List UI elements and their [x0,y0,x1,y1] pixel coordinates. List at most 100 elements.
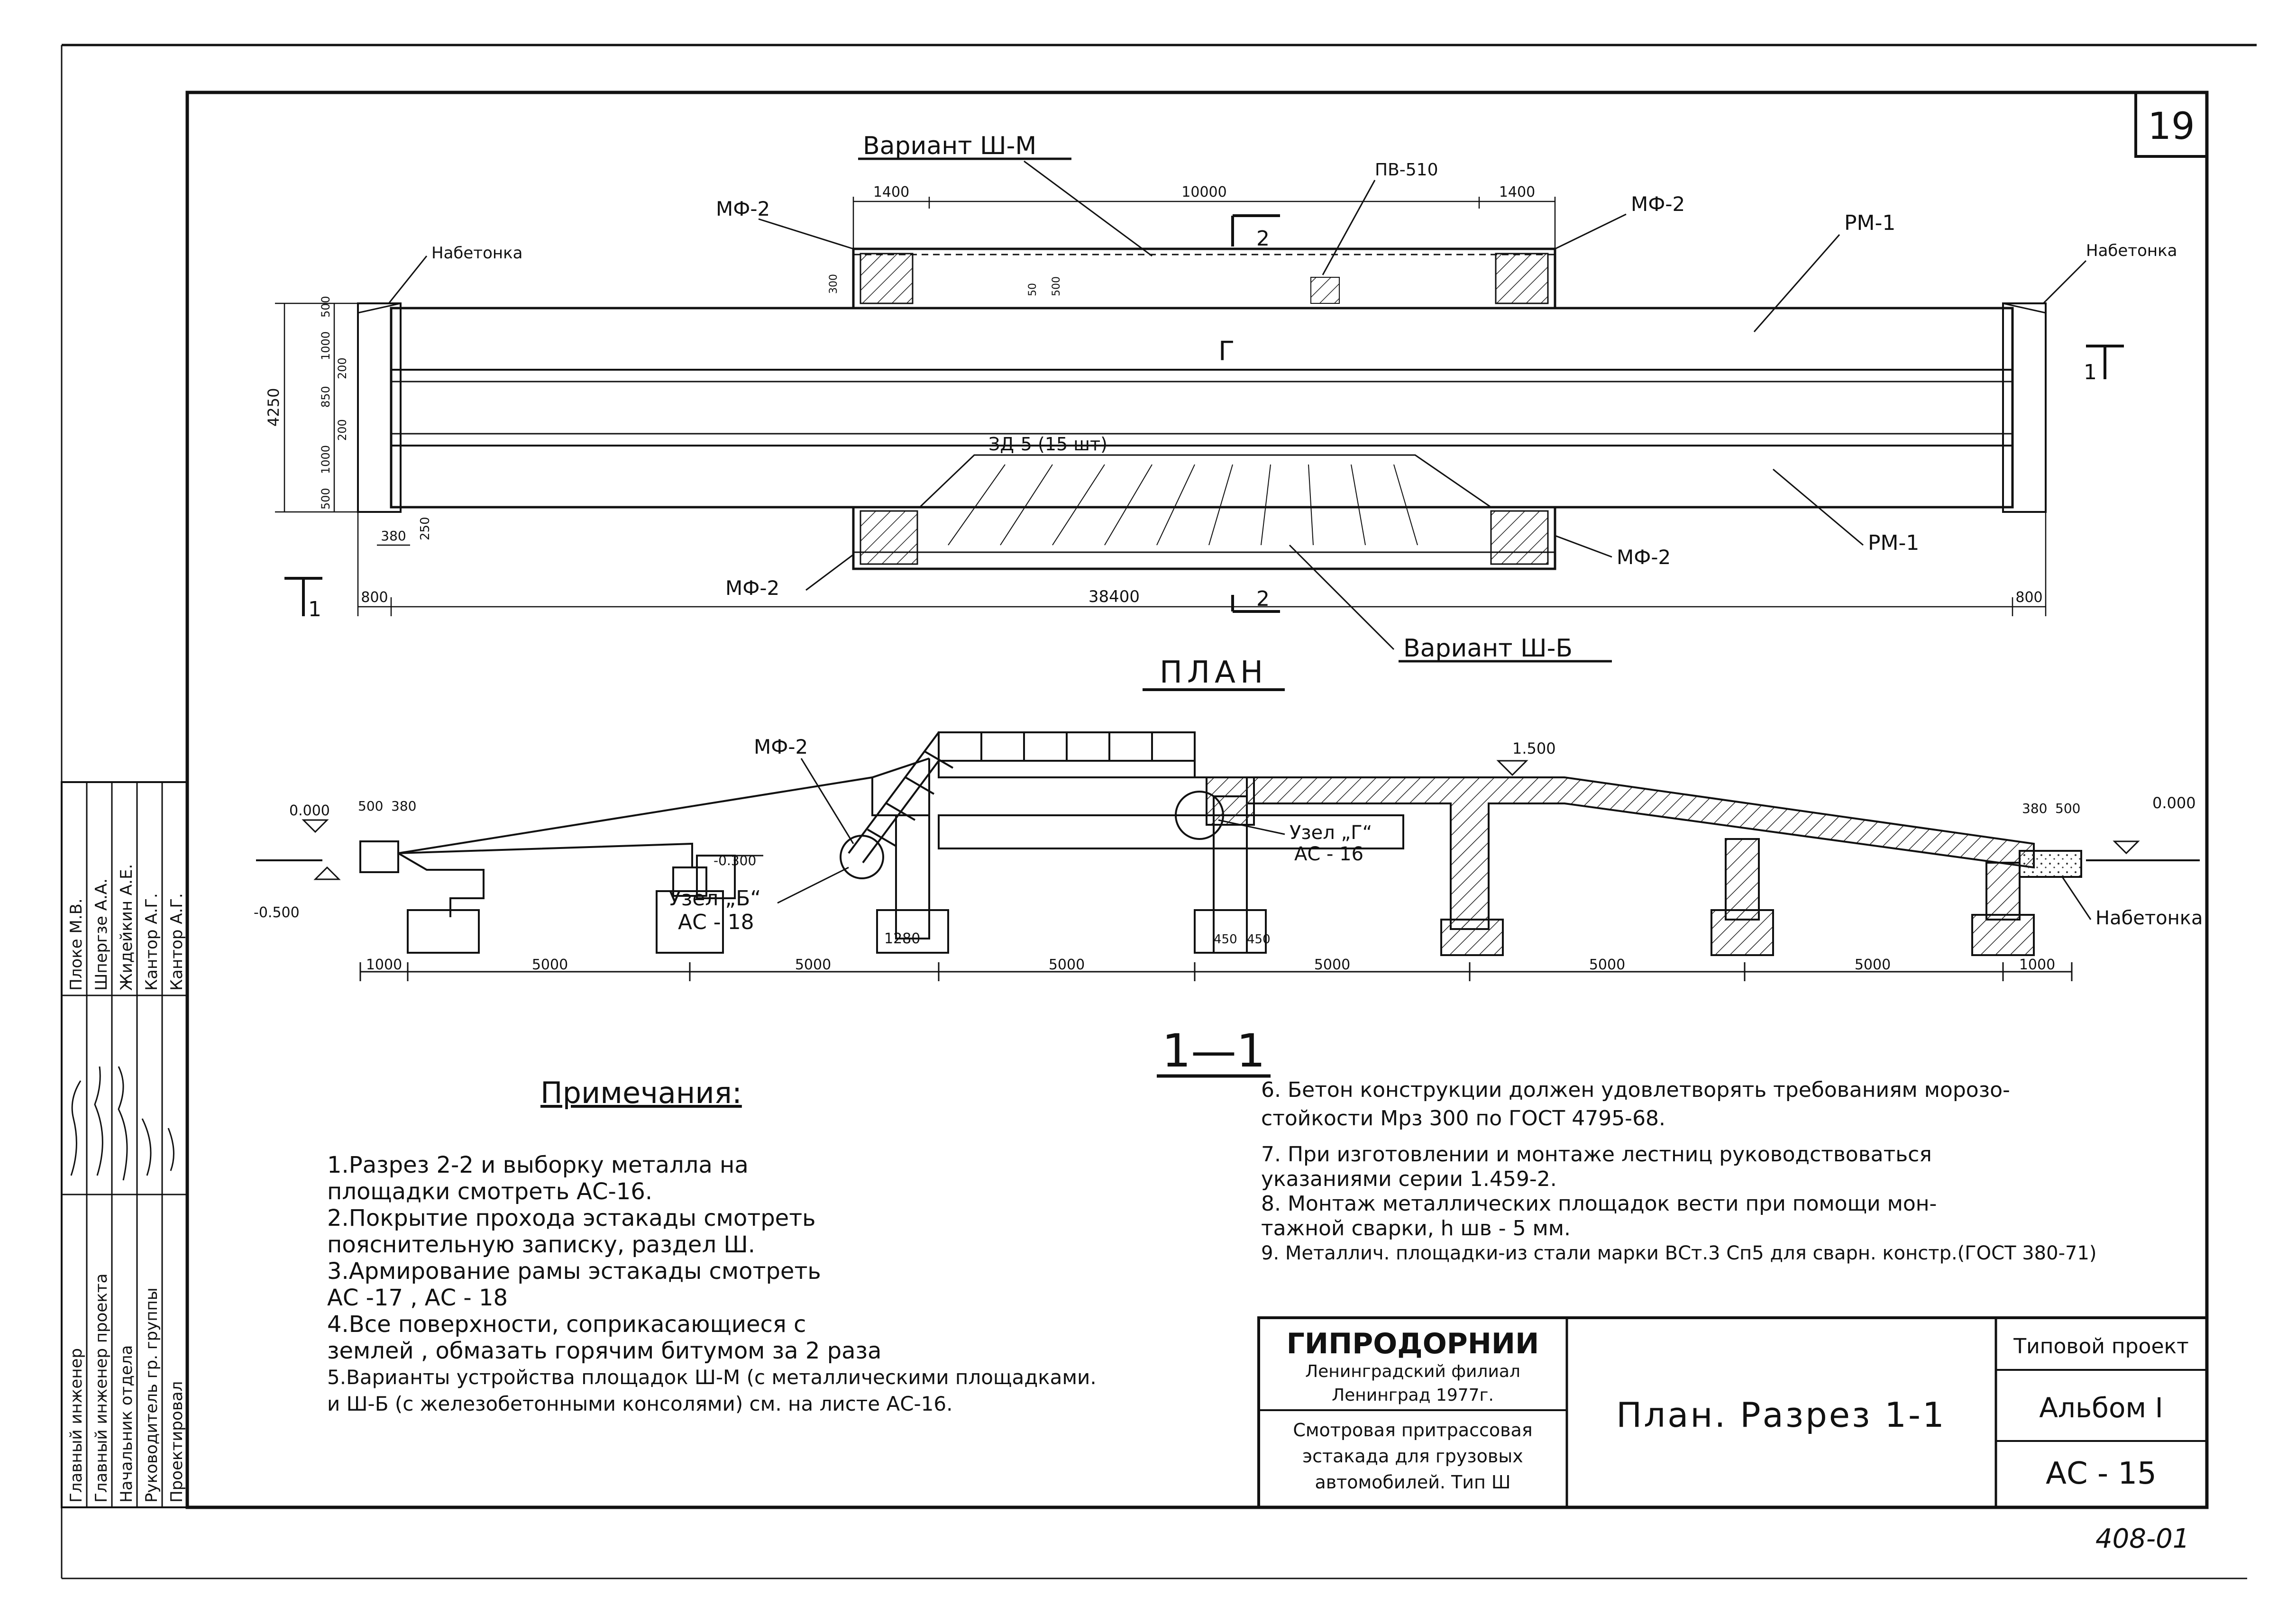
dim-v200a: 200 [336,357,349,379]
right-structure [840,776,2082,956]
tb-desc-1: Смотровая притрассовая [1293,1420,1532,1441]
label-mf2-tr: МФ-2 [1631,192,1685,216]
tb-desc-2: эстакада для грузовых [1302,1446,1523,1467]
elev-1500: 1.500 [1512,739,1556,757]
plan-title: ПЛАН [1160,655,1268,690]
note-right-6: 9. Металлич. площадки-из стали марки ВСт… [1261,1242,2097,1264]
dim-v850: 850 [319,386,332,408]
sheet-number: 19 [2148,105,2195,148]
elev-0-right: 0.000 [2152,794,2196,812]
section-markers [284,214,2124,616]
dim-s300: 300 [828,274,840,294]
title-block [1257,1316,2208,1509]
plan-view: Вариант Ш-М [265,132,2177,691]
dim-10000: 10000 [1181,184,1226,201]
elev-0-left: 0.000 [289,802,330,819]
stair [848,731,1214,864]
section-nabetonka: Набетонка [2095,907,2203,929]
plan-dimension-lines [275,197,2047,616]
section-1-right: 1 [2084,360,2097,384]
tb-typ-proj: Типовой проект [2013,1334,2189,1359]
dim-800a: 800 [361,589,388,606]
sec-dim-5: 5000 [1589,957,1625,973]
uzel-g: Узел „Г“ [1290,822,1372,844]
dim-38400: 38400 [1089,587,1140,606]
notes-right: 6. Бетон конструкции должен удовлетворят… [1261,1076,2097,1266]
dim-250: 250 [418,517,432,540]
sec-dim-1: 5000 [532,957,568,973]
section-2-bottom: 2 [1256,587,1270,611]
notes-left: 1.Разрез 2-2 и выборку металла на площад… [327,1152,1097,1417]
uzel-g-ref: АС - 16 [1294,843,1363,865]
section-title: 1—1 [1162,1024,1265,1077]
note-left-7: землей , обмазать горячим битумом за 2 р… [327,1338,882,1364]
note-right-3: указаниями серии 1.459-2. [1261,1167,1557,1191]
dim-1400b: 1400 [1499,184,1535,201]
elev-m0500: -0.500 [254,904,300,921]
label-mf2-tl: МФ-2 [716,197,770,220]
dim-v500b: 500 [319,488,332,510]
dim-1400a: 1400 [873,184,909,201]
sec-small-380: 380 [391,798,416,814]
name-0: Плоке М.В. [67,898,86,991]
tb-series: 408-01 [2095,1523,2189,1554]
sec-dim-3: 5000 [1049,957,1085,973]
sec-small-1280: 1280 [884,930,920,947]
dim-v500a: 500 [319,296,332,318]
role-0: Главный инженер [67,1348,86,1503]
note-right-0: 6. Бетон конструкции должен удовлетворят… [1261,1078,2010,1102]
label-rm1-bottom: РМ-1 [1868,531,1919,555]
tb-code: АС - 15 [2046,1456,2157,1491]
uzel-b-ref: АС - 18 [678,910,754,934]
name-4: Кантор А.Г. [167,893,186,991]
sec-small-500r: 500 [2055,801,2080,816]
sec-dim-2: 5000 [795,957,831,973]
variant-bottom-label: Вариант Ш-Б [1403,634,1573,663]
tb-album: Альбом I [2039,1392,2163,1424]
dim-800b: 800 [2015,589,2042,606]
note-left-4: 3.Армирование рамы эстакады смотреть [327,1258,821,1285]
tb-city-year: Ленинград 1977г. [1332,1386,1494,1405]
variant-top-label: Вариант Ш-М [863,132,1036,160]
note-left-6: 4.Все поверхности, соприкасающиеся с [327,1311,806,1338]
tb-branch: Ленинградский филиал [1305,1362,1520,1381]
label-rm1-top: РМ-1 [1844,211,1895,235]
sec-small-500: 500 [358,798,383,814]
sec-dim-7: 1000 [2019,957,2055,973]
label-gamma: Г [1218,336,1235,367]
plan-beams [357,302,2047,513]
dim-380: 380 [381,528,406,544]
note-left-9: и Ш-Б (с железобетонными консолями) см. … [327,1392,953,1415]
label-nabetonka-left: Набетонка [431,244,523,263]
tb-sheet-title: План. Разрез 1-1 [1616,1395,1946,1435]
note-left-2: 2.Покрытие прохода эстакады смотреть [327,1205,816,1231]
note-left-5: АС -17 , АС - 18 [327,1285,508,1311]
dim-s50: 50 [1027,283,1039,296]
section-2-top: 2 [1256,227,1270,251]
note-right-1: стойкости Мрз 300 по ГОСТ 4795-68. [1261,1106,1666,1131]
label-mf2-br: МФ-2 [1617,546,1671,569]
note-right-5: тажной сварки, h шв - 5 мм. [1261,1216,1571,1240]
elev-m0300: -0.300 [713,853,756,868]
signatures [70,1066,174,1181]
staff-strip: Главный инженер Главный инженер проекта … [61,781,188,1508]
note-right-2: 7. При изготовлении и монтаже лестниц ру… [1261,1142,1932,1167]
section-dimension-chain [359,962,2073,981]
sec-dim-4: 5000 [1314,957,1350,973]
note-left-0: 1.Разрез 2-2 и выборку металла на [327,1152,749,1178]
name-2: Жидейкин А.Е. [117,864,136,991]
note-left-8: 5.Варианты устройства площадок Ш-М (с ме… [327,1366,1097,1389]
sec-small-450a: 450 [1214,932,1237,947]
dim-v1000b: 1000 [319,445,332,474]
role-3: Руководитель гр. группы [142,1287,161,1503]
section-1-left: 1 [308,597,321,621]
sec-small-450b: 450 [1247,932,1271,947]
note-left-1: площадки смотреть АС-16. [327,1178,653,1205]
platform-bottom [852,454,1556,570]
tb-desc-3: автомобилей. Тип Ш [1315,1472,1510,1493]
label-mf2-bl: МФ-2 [725,576,779,600]
elevation-marks [302,760,2140,880]
role-1: Главный инженер проекта [92,1274,111,1503]
label-zd5: ЗД-5 (15 шт) [988,434,1107,455]
sec-dim-0: 1000 [366,957,402,973]
